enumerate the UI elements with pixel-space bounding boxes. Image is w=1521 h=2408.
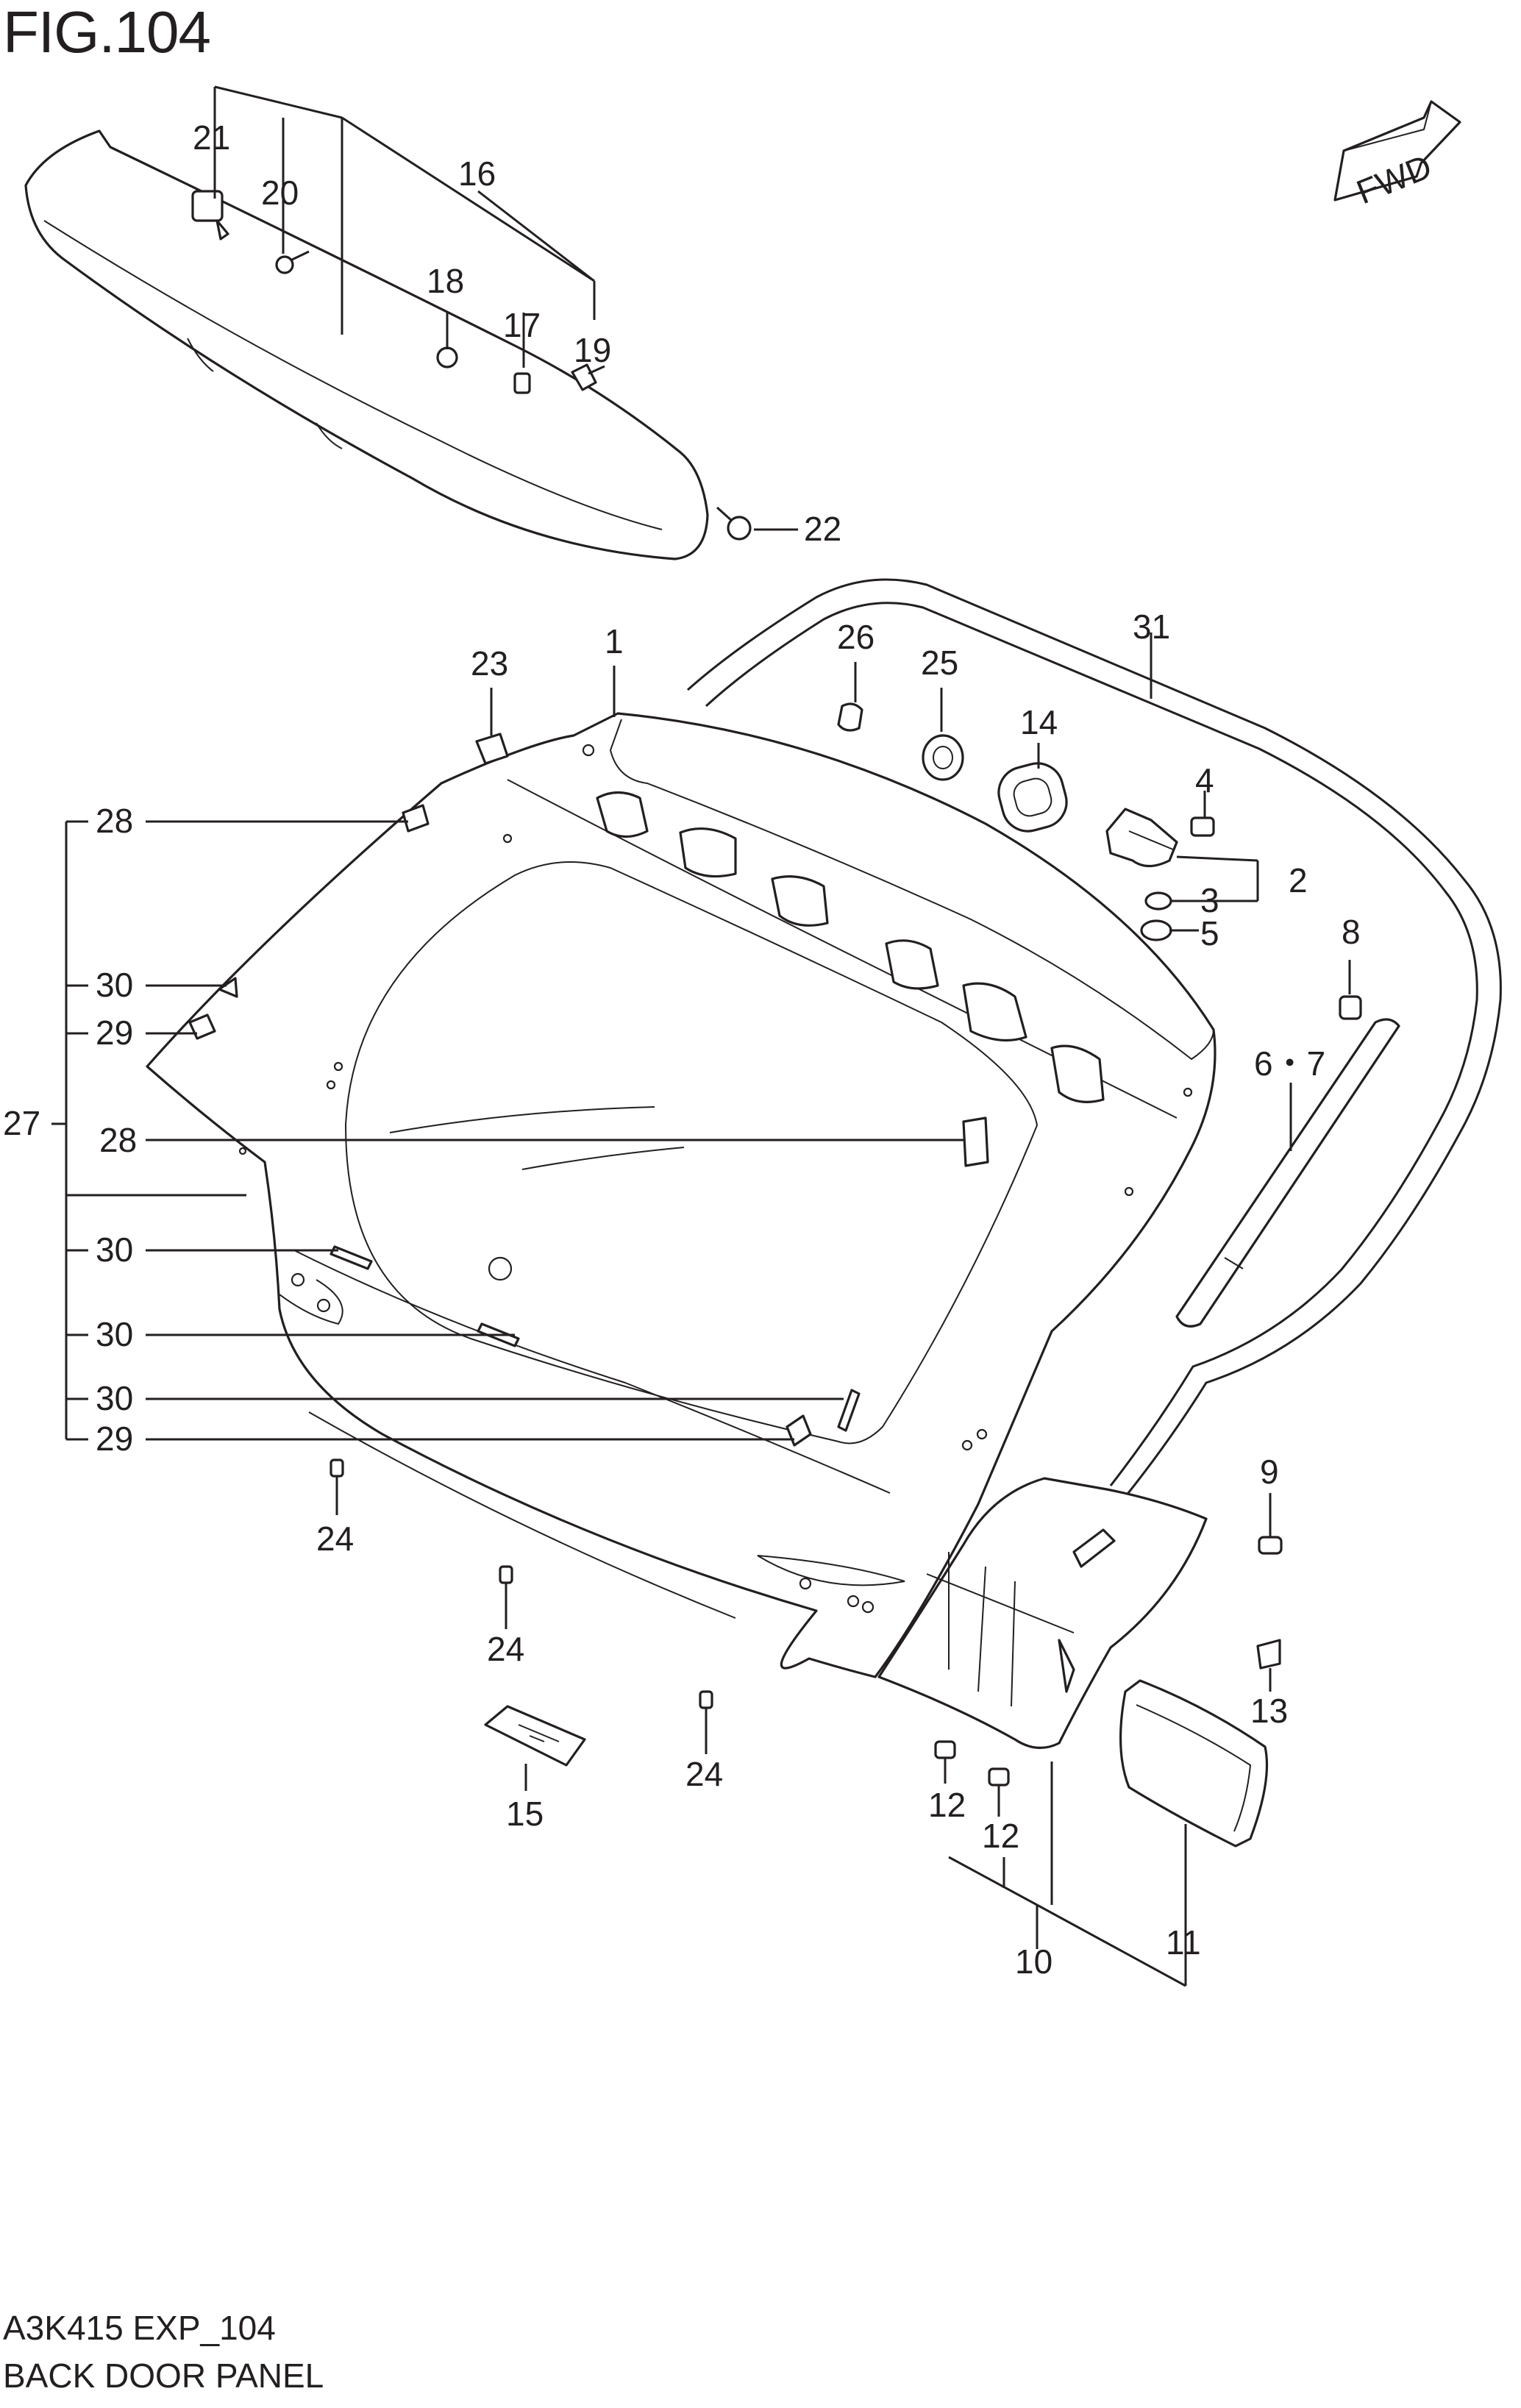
part-2-hinge <box>1105 808 1178 868</box>
callout-2: 2 <box>1289 861 1308 900</box>
part-25-plug <box>922 734 964 781</box>
part-5-nut <box>1140 919 1172 941</box>
part-12-clip-b <box>988 1767 1010 1787</box>
part-11-lid <box>1119 1679 1269 1848</box>
fwd-arrow-icon: FWD <box>1333 100 1461 211</box>
callout-10: 10 <box>1015 1942 1052 1981</box>
callout-31: 31 <box>1133 608 1170 646</box>
callout-23: 23 <box>471 644 508 683</box>
callout-26: 26 <box>837 618 875 656</box>
part-14-escutcheon <box>997 762 1068 833</box>
part-12-clip-a <box>934 1740 956 1759</box>
rear-spoiler <box>24 129 709 560</box>
callout-20: 20 <box>261 174 299 212</box>
callout-15: 15 <box>506 1795 544 1833</box>
callout-8: 8 <box>1342 913 1361 951</box>
part-13-clip <box>1256 1639 1281 1670</box>
callout-30a: 30 <box>96 966 133 1004</box>
weatherstrip-seal <box>687 578 1502 1497</box>
part-21-clip <box>191 190 224 222</box>
callout-28b: 28 <box>99 1121 137 1159</box>
callout-22: 22 <box>804 510 841 548</box>
part-67-gas-strut <box>1175 1018 1400 1328</box>
callout-14: 14 <box>1020 703 1058 741</box>
callout-11: 11 <box>1166 1923 1201 1962</box>
callout-3: 3 <box>1200 881 1219 919</box>
callout-30c: 30 <box>96 1315 133 1353</box>
part-20-screw <box>275 255 294 274</box>
callout-24c: 24 <box>685 1755 723 1793</box>
callout-13: 13 <box>1250 1692 1288 1730</box>
figure-code: A3K415 EXP_104 <box>3 2309 276 2347</box>
back-door-panel <box>146 712 1217 1678</box>
part-9-pin <box>1258 1536 1283 1555</box>
callout-25: 25 <box>921 644 958 682</box>
figure-title: FIG.104 <box>3 0 211 65</box>
part-26-grommet <box>837 702 863 732</box>
callout-12b: 12 <box>982 1817 1019 1855</box>
callout-24b: 24 <box>487 1630 524 1668</box>
leader-lines <box>51 85 1351 1987</box>
callout-17: 17 <box>503 306 541 344</box>
part-22-bolt <box>727 516 752 541</box>
callout-16: 16 <box>458 154 496 193</box>
part-15-lamp <box>484 1705 586 1767</box>
callout-9: 9 <box>1260 1453 1279 1491</box>
part-18-grommet <box>436 346 458 368</box>
callout-30b: 30 <box>96 1230 133 1269</box>
callout-30d: 30 <box>96 1379 133 1417</box>
callout-12a: 12 <box>928 1786 966 1824</box>
part-24-clip-b <box>499 1565 513 1584</box>
callout-29b: 29 <box>96 1419 133 1458</box>
part-4-bolt <box>1190 816 1215 837</box>
callout-28a: 28 <box>96 802 133 840</box>
part-8-stud <box>1339 995 1362 1020</box>
part-24-clip-a <box>330 1458 344 1478</box>
figure-name: BACK DOOR PANEL <box>3 2357 324 2395</box>
callout-4: 4 <box>1195 761 1214 799</box>
callout-5: 5 <box>1200 914 1219 952</box>
small-parts <box>188 702 1400 1848</box>
callout-29a: 29 <box>96 1014 133 1052</box>
part-19-bolt <box>571 363 597 391</box>
part-3-washer <box>1144 891 1172 911</box>
callout-67: 6・7 <box>1254 1044 1325 1083</box>
callout-18: 18 <box>427 262 464 300</box>
callout-21: 21 <box>193 118 230 157</box>
part-23-clip <box>475 733 509 765</box>
lower-trim-panel <box>877 1477 1208 1750</box>
part-17-bolt <box>513 372 531 394</box>
callout-1: 1 <box>605 622 624 660</box>
callout-19: 19 <box>574 331 611 369</box>
callout-labels: 21 20 16 18 17 19 22 23 1 26 25 14 31 4 … <box>3 118 1361 1981</box>
part-24-clip-c <box>699 1690 713 1709</box>
callout-27: 27 <box>3 1104 40 1142</box>
callout-24a: 24 <box>316 1520 354 1558</box>
